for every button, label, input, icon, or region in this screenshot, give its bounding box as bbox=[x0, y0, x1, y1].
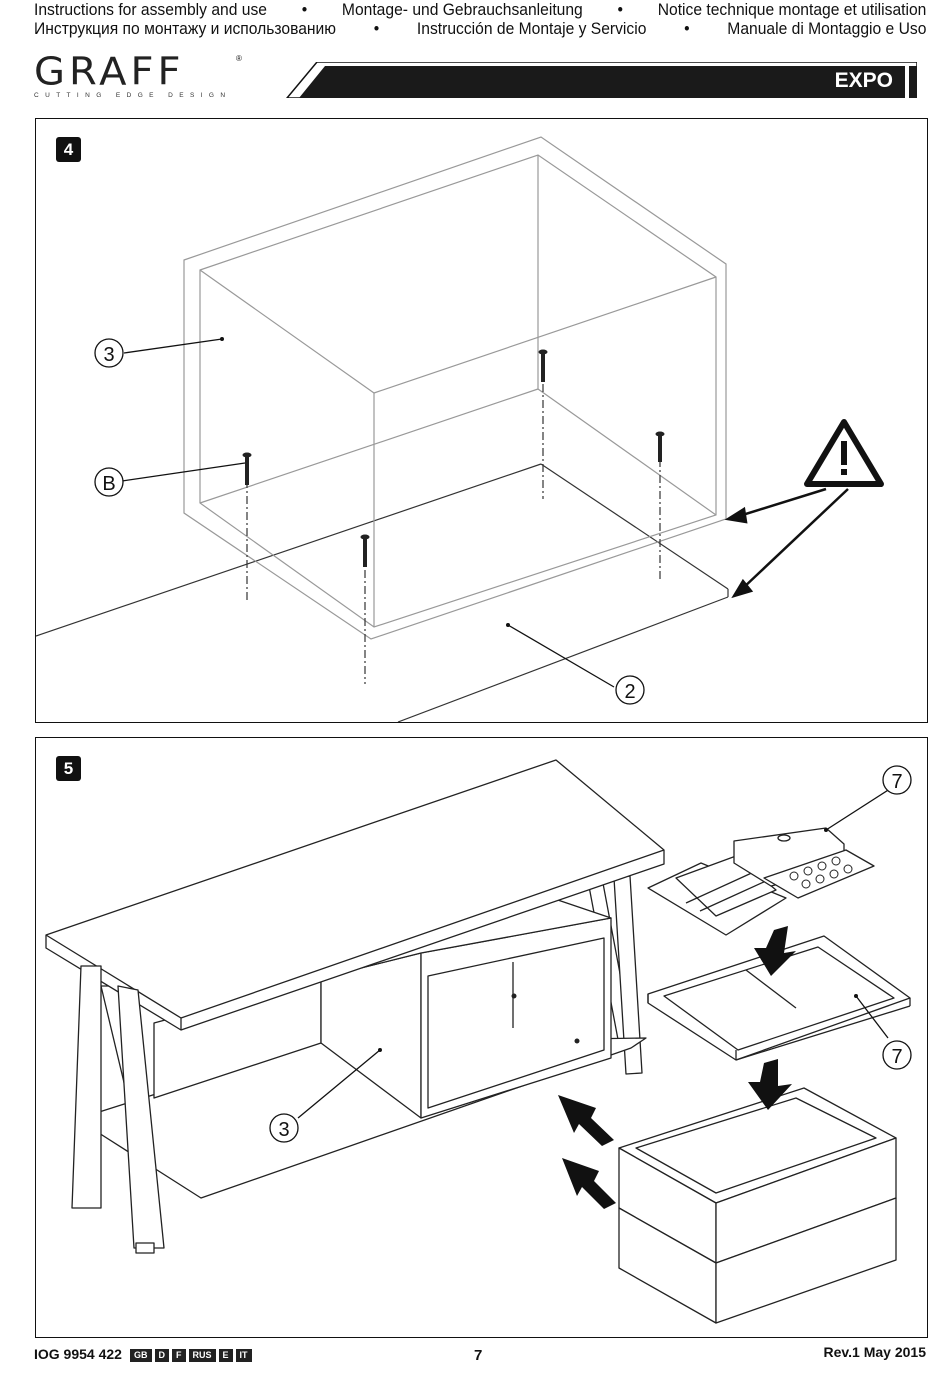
step-5-illustration: 3 7 7 bbox=[45, 759, 912, 1324]
header-separator: • bbox=[301, 0, 308, 19]
language-badge: D bbox=[154, 1349, 169, 1362]
language-badge: E bbox=[218, 1349, 233, 1362]
language-badges: GB D F RUS E IT bbox=[130, 1349, 252, 1362]
step-4-panel: 4 bbox=[35, 118, 928, 723]
header-title-ru: Инструкция по монтажу и использованию bbox=[34, 19, 337, 38]
header-separator: • bbox=[684, 19, 690, 38]
logo-registered-mark: ® bbox=[236, 54, 242, 63]
graff-logo: GRAFF ® CUTTING EDGE DESIGN bbox=[34, 52, 244, 100]
product-title-bar: EXPO bbox=[285, 61, 918, 99]
callout-2: 2 bbox=[624, 681, 635, 703]
header-languages-line-2: Инструкция по монтажу и использованию • … bbox=[34, 19, 926, 39]
product-title: EXPO bbox=[834, 69, 893, 92]
logo-wordmark: GRAFF bbox=[34, 50, 185, 94]
title-bar-shape bbox=[285, 61, 918, 99]
header-separator: • bbox=[373, 19, 380, 38]
header-title-it: Manuale di Montaggio e Uso bbox=[727, 19, 927, 38]
language-badge: F bbox=[172, 1349, 186, 1362]
header-title-es: Instrucción de Montaje y Servicio bbox=[416, 19, 647, 38]
callout-7-tray: 7 bbox=[891, 1046, 902, 1068]
insert-arrows bbox=[558, 926, 796, 1209]
header-title-fr: Notice technique montage et utilisation bbox=[657, 0, 927, 19]
logo-tagline: CUTTING EDGE DESIGN bbox=[34, 92, 232, 99]
step-5-panel: 5 bbox=[35, 737, 928, 1338]
header-languages-line-1: Instructions for assembly and use • Mont… bbox=[34, 0, 926, 20]
header-title-de: Montage- und Gebrauchsanleitung bbox=[341, 0, 583, 19]
organizer-insert bbox=[647, 827, 875, 936]
header-separator: • bbox=[617, 0, 623, 19]
step-number-badge: 5 bbox=[56, 756, 81, 781]
callout-3: 3 bbox=[103, 344, 114, 366]
callout-3-step5: 3 bbox=[278, 1119, 289, 1141]
document-code: IOG 9954 422 bbox=[34, 1346, 122, 1362]
language-badge: IT bbox=[235, 1349, 252, 1362]
language-badge: RUS bbox=[188, 1349, 216, 1362]
step-number-badge: 4 bbox=[56, 137, 81, 162]
drawer-tray bbox=[647, 935, 911, 1061]
revision-info: Rev.1 May 2015 bbox=[823, 1344, 926, 1360]
warning-triangle-icon bbox=[804, 419, 884, 487]
header-title-en: Instructions for assembly and use bbox=[34, 0, 267, 19]
callout-b: B bbox=[102, 473, 115, 495]
step-4-illustration: 3 B 2 bbox=[36, 136, 884, 722]
language-badge: GB bbox=[130, 1349, 152, 1362]
drawers bbox=[618, 1087, 897, 1324]
screws bbox=[242, 349, 665, 567]
page-number: 7 bbox=[474, 1347, 483, 1364]
callout-7-top: 7 bbox=[891, 771, 902, 793]
callout-circles bbox=[94, 338, 645, 705]
